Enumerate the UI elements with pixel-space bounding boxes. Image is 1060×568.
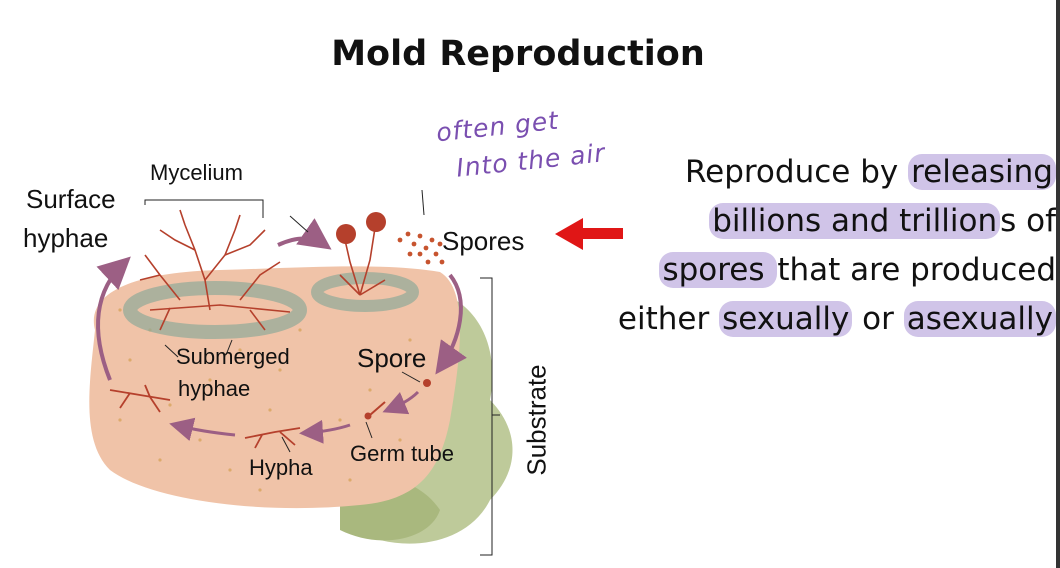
mold-diagram bbox=[89, 189, 513, 556]
cycle-arrow bbox=[277, 218, 332, 250]
label-germ-tube: Germ tube bbox=[350, 441, 454, 466]
single-spore bbox=[423, 379, 431, 387]
body-line-4: either sexually or asexually bbox=[606, 295, 1056, 344]
label-substrate: Substrate bbox=[521, 364, 552, 476]
red-pointer-arrow bbox=[555, 218, 623, 250]
cycle-arrow bbox=[169, 417, 236, 442]
slide-edge bbox=[1056, 0, 1060, 568]
label-spores: Spores bbox=[442, 226, 525, 256]
highlight-billions: billions and trillion bbox=[709, 203, 1001, 239]
highlight-releasing: releasing bbox=[908, 154, 1056, 190]
slide-title: Mold Reproduction bbox=[331, 34, 705, 74]
cycle-arrow bbox=[299, 419, 351, 444]
body-line-1: Reproduce by releasing bbox=[606, 148, 1056, 197]
body-line-2: billions and trillions of bbox=[606, 197, 1056, 246]
label-surface: Surface bbox=[26, 184, 116, 214]
highlight-asexually: asexually bbox=[903, 301, 1056, 337]
hypha-structure bbox=[244, 427, 301, 449]
highlight-sexually: sexually bbox=[719, 301, 853, 337]
cycle-arrow bbox=[382, 390, 420, 415]
label-surface-hyphae: hyphae bbox=[23, 223, 109, 253]
sporangium bbox=[336, 224, 356, 244]
body-text: Reproduce by releasing billions and tril… bbox=[606, 148, 1056, 344]
mycelium-hyphae bbox=[139, 209, 291, 331]
label-mycelium: Mycelium bbox=[150, 160, 243, 185]
label-submerged: Submerged bbox=[176, 344, 290, 369]
body-line-3: spores that are produced bbox=[606, 246, 1056, 295]
label-hypha: Hypha bbox=[249, 455, 313, 480]
cycle-arrow bbox=[96, 256, 131, 381]
cycle-arrow bbox=[435, 273, 467, 375]
highlight-spores: spores bbox=[659, 252, 778, 288]
germ-tube-structure bbox=[369, 401, 386, 416]
branching-hypha bbox=[109, 384, 171, 413]
mold-patch bbox=[123, 281, 307, 339]
label-spore: Spore bbox=[357, 343, 427, 373]
label-submerged-hyphae: hyphae bbox=[178, 376, 251, 401]
sporangium bbox=[366, 212, 386, 232]
